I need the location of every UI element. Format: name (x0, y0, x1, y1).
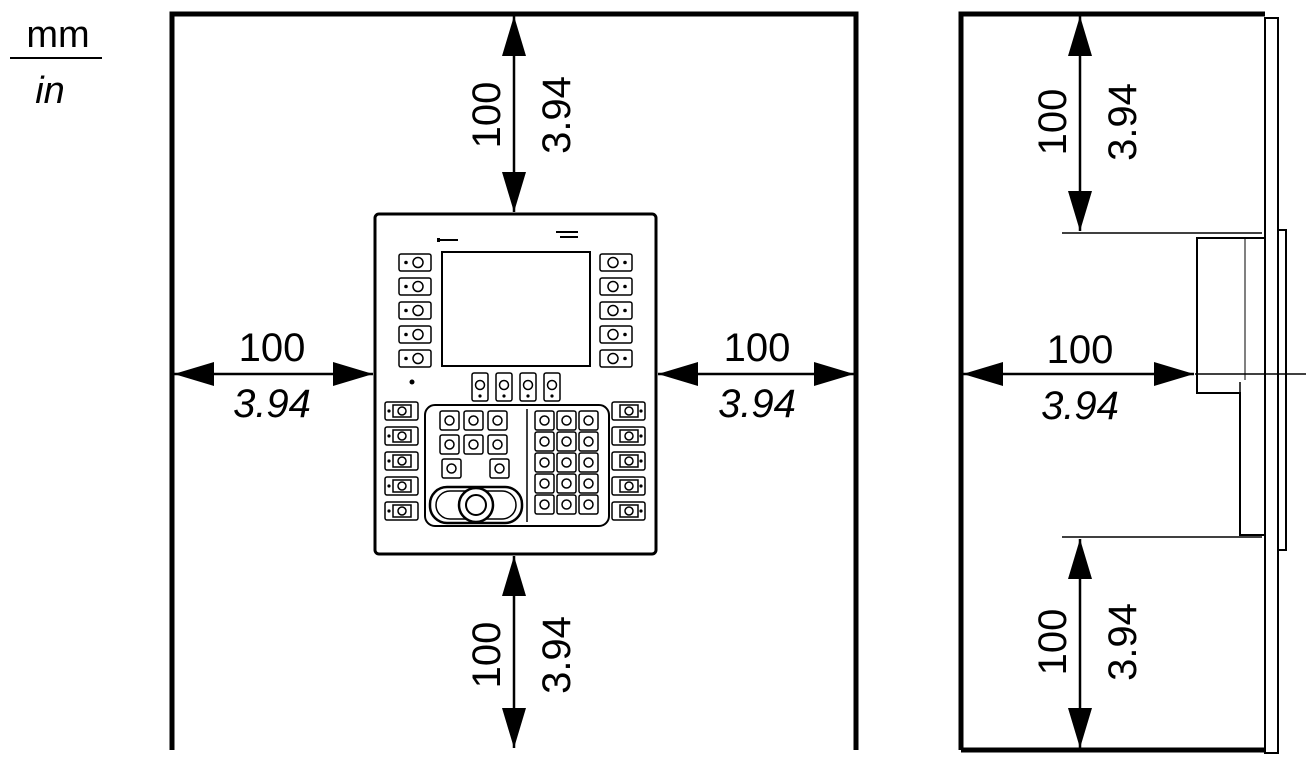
front-top-mm: 100 (465, 82, 509, 149)
middle-key (519, 372, 537, 402)
middle-key (543, 372, 561, 402)
right-function-keys (599, 253, 633, 368)
front-bottom-mm: 100 (465, 622, 509, 689)
side-key (384, 451, 419, 471)
side-key (611, 476, 646, 496)
side-bottom-mm: 100 (1031, 609, 1075, 676)
keypad-left (439, 410, 510, 479)
function-key (398, 349, 432, 368)
front-left-mm: 100 (239, 326, 306, 370)
side-view: 100 3.94 100 3.94 100 3.94 (958, 11, 1306, 754)
keypad-key (463, 410, 484, 431)
unit-mm-label: mm (26, 14, 89, 56)
front-bottom-in: 3.94 (535, 616, 579, 694)
side-top-mm: 100 (1031, 89, 1075, 156)
keypad-key (556, 410, 577, 431)
hmi-device-front (373, 212, 658, 556)
front-view: 100 3.94 100 3.94 100 3.94 100 3.94 (169, 11, 859, 750)
side-key (384, 401, 419, 421)
side-keys (384, 401, 646, 521)
status-led (409, 379, 415, 385)
keypad-key (489, 458, 510, 479)
keypad-key (487, 410, 508, 431)
brand-logo-left-text (440, 239, 458, 241)
keypad-key (578, 452, 599, 473)
keypad-key (534, 473, 555, 494)
keypad-key (578, 473, 599, 494)
keypad-key (534, 452, 555, 473)
side-key (611, 426, 646, 446)
keypad-key (578, 410, 599, 431)
keypad-key (534, 431, 555, 452)
keypad-key (439, 410, 460, 431)
brand-logo-right-1 (556, 231, 578, 233)
keypad-key (463, 434, 484, 455)
left-function-keys (398, 253, 432, 368)
function-key (599, 349, 633, 368)
brand-logo-right-2 (560, 236, 578, 238)
function-key (398, 325, 432, 344)
unit-in-label: in (35, 70, 65, 112)
brand-logo-left (437, 238, 440, 242)
mounting-panel (1264, 17, 1279, 754)
keypad-area (424, 404, 610, 527)
front-top-in: 3.94 (535, 76, 579, 154)
side-left-mm: 100 (1047, 328, 1114, 372)
middle-function-keys (471, 372, 561, 402)
side-key (611, 501, 646, 521)
keypad-key (441, 458, 462, 479)
front-left-in: 3.94 (233, 382, 311, 426)
units-legend: mm in (10, 14, 102, 112)
keypad-key (556, 473, 577, 494)
front-right-mm: 100 (724, 326, 791, 370)
keypad-key (534, 410, 555, 431)
side-bottom-in: 3.94 (1101, 603, 1145, 681)
device-screen (441, 251, 591, 367)
function-key (398, 301, 432, 320)
side-key (611, 451, 646, 471)
function-key (599, 277, 633, 296)
front-right-in: 3.94 (718, 382, 796, 426)
function-key (599, 325, 633, 344)
side-top-in: 3.94 (1101, 83, 1145, 161)
keypad-right (534, 410, 599, 515)
side-enclosure-outline (958, 11, 1265, 750)
side-key (611, 401, 646, 421)
keypad-key (578, 494, 599, 515)
keypad-key (556, 452, 577, 473)
navigation-wheel (428, 485, 524, 525)
function-key (398, 277, 432, 296)
device-bezel-side (1277, 229, 1287, 551)
side-left-in: 3.94 (1041, 384, 1119, 428)
function-key (599, 301, 633, 320)
front-enclosure-outline (169, 11, 859, 750)
function-key (398, 253, 432, 272)
keypad-key (578, 431, 599, 452)
side-key (384, 501, 419, 521)
keypad-key (534, 494, 555, 515)
device-body-side (1196, 237, 1265, 536)
keypad-key (439, 434, 460, 455)
function-key (599, 253, 633, 272)
keypad-key (556, 431, 577, 452)
side-key (384, 476, 419, 496)
side-key (384, 426, 419, 446)
keypad-key (556, 494, 577, 515)
middle-key (471, 372, 489, 402)
keypad-key (487, 434, 508, 455)
middle-key (495, 372, 513, 402)
